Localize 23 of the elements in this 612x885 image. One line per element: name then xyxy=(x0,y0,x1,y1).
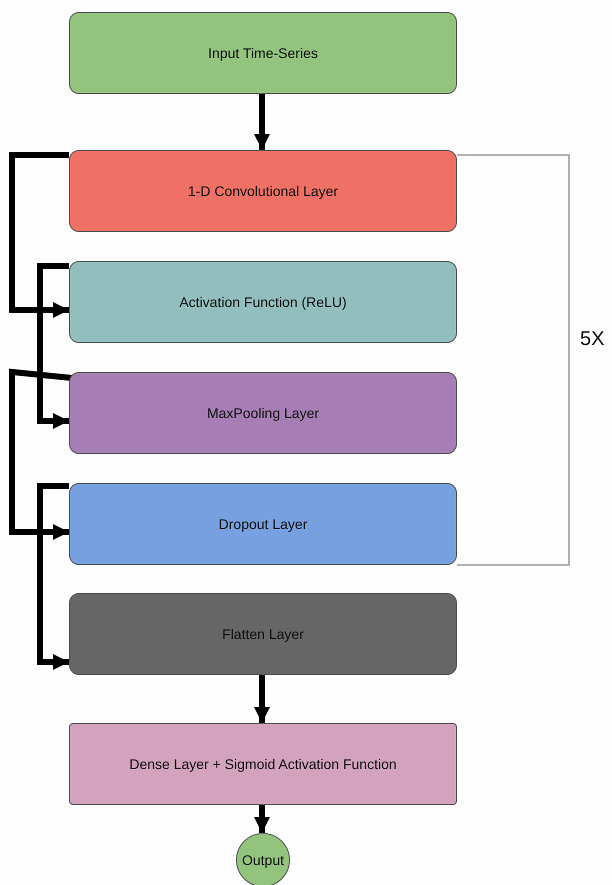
layer-name: Dropout Layer xyxy=(218,516,308,532)
arrow xyxy=(254,675,270,723)
layer-name: Activation Function (ReLU) xyxy=(179,294,347,310)
layer-box xyxy=(69,372,457,454)
layer-box xyxy=(69,593,457,675)
layer-box xyxy=(69,483,457,565)
layer-name: Dense Layer + Sigmoid Activation Function xyxy=(129,756,397,772)
repeat-label: 5X xyxy=(580,328,604,351)
layer-box xyxy=(69,261,457,343)
layer-box xyxy=(69,12,457,94)
layer-name: Input Time-Series xyxy=(208,45,318,61)
layer-box xyxy=(69,150,457,232)
output-circle xyxy=(236,833,290,885)
arrow xyxy=(254,805,270,833)
layer-box xyxy=(69,723,457,805)
arrow xyxy=(37,483,69,670)
layer-name: MaxPooling Layer xyxy=(206,405,320,421)
arrow xyxy=(254,94,270,150)
arrow xyxy=(37,263,69,429)
layer-name: 1-D Convolutional Layer xyxy=(188,183,338,199)
arrow xyxy=(9,152,69,318)
layer-name: Flatten Layer xyxy=(222,626,304,642)
layer-name: Output xyxy=(242,852,284,868)
